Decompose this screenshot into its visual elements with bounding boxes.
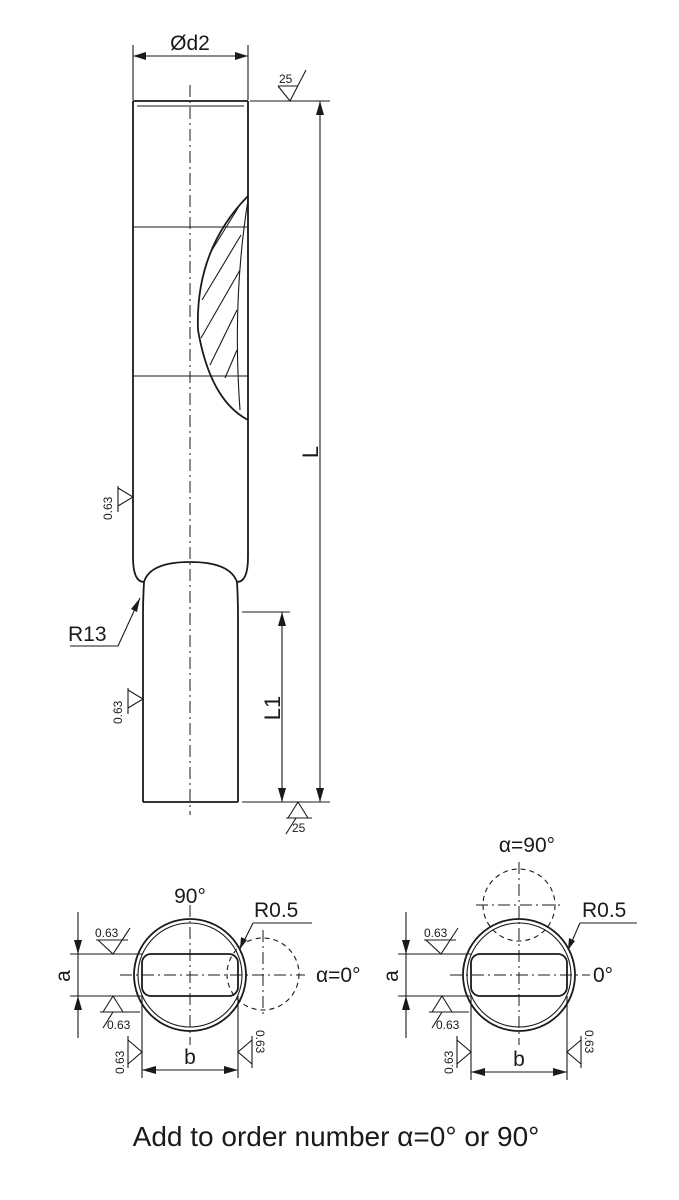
radius-label: R13 (68, 623, 107, 646)
side-view: Ød2 25 (68, 32, 330, 835)
section-right-roughness-bottom-right: 0.63 (566, 1030, 596, 1068)
shank-left-edge (132, 101, 145, 583)
roughness-top-value: 25 (279, 72, 293, 86)
flute-hatching (200, 207, 242, 379)
length1-label: L1 (260, 696, 285, 720)
flute-inner-edge (236, 199, 249, 411)
section-left-b-arrow-right (224, 1066, 238, 1074)
section-right-b-arrow-left (471, 1068, 485, 1076)
roughness-symbol-top: 25 (277, 69, 307, 103)
section-right-roughness-top-value: 0.63 (424, 926, 448, 940)
section-left-roughness-top-value: 0.63 (95, 926, 119, 940)
section-right-roughness-bl-value: 0.63 (442, 1050, 456, 1074)
section-right-alpha-label: α=90° (499, 834, 555, 857)
L-arrow-bottom (316, 788, 324, 802)
section-left-a-arrow-bottom (74, 996, 82, 1010)
section-right-roughness-bottom-left: 0.63 (442, 1036, 472, 1074)
section-left-b-arrow-left (142, 1066, 156, 1074)
neck-top-arc (143, 561, 238, 583)
roughness-bottom-value: 25 (292, 821, 306, 835)
length-label: L (298, 446, 323, 458)
section-right-roughness-mid: 0.63 (429, 994, 469, 1032)
section-right-side-angle: 0° (593, 964, 613, 987)
section-left-r05-arrow (240, 937, 247, 949)
section-left-roughness-bottom-left: 0.63 (113, 1036, 143, 1074)
section-left-dim-a: a (52, 970, 75, 982)
roughness-shank-value: 0.63 (101, 496, 115, 520)
shank-right-edge (236, 101, 249, 583)
d2-arrow-right (235, 52, 248, 60)
section-right-r05-arrow (568, 938, 575, 950)
section-left-radius-label: R0.5 (254, 899, 298, 922)
section-left-roughness-top: 0.63 (95, 926, 131, 955)
footer-note: Add to order number α=0° or 90° (133, 1121, 540, 1152)
L1-arrow-top (278, 612, 286, 626)
section-left-roughness-mid: 0.63 (100, 994, 140, 1032)
section-right-radius-label: R0.5 (582, 899, 626, 922)
section-left-top-angle: 90° (174, 885, 206, 908)
roughness-symbol-shank: 0.63 (101, 486, 135, 520)
r13-arrow (131, 598, 140, 612)
diameter-label: Ød2 (170, 32, 210, 55)
section-right-a-arrow-top (402, 940, 410, 954)
neck-left-edge (142, 581, 145, 802)
L-arrow-top (316, 101, 324, 115)
neck-right-edge (236, 581, 239, 802)
section-right-b-arrow-right (553, 1068, 567, 1076)
L1-arrow-bottom (278, 788, 286, 802)
section-left-alt-position-circle (226, 937, 300, 1011)
section-right-roughness-mid-value: 0.63 (436, 1018, 460, 1032)
section-left-roughness-bl-value: 0.63 (113, 1050, 127, 1074)
roughness-symbol-bottom: 25 (285, 800, 312, 835)
section-right-roughness-br-value: 0.63 (582, 1030, 596, 1054)
section-left-roughness-bottom-right: 0.63 (237, 1030, 267, 1068)
roughness-neck-value: 0.63 (111, 700, 125, 724)
section-left-roughness-mid-value: 0.63 (107, 1018, 131, 1032)
section-right-dim-a: a (380, 970, 403, 982)
roughness-symbol-neck: 0.63 (111, 688, 145, 724)
section-left-alpha-label: α=0° (316, 964, 360, 987)
flute-outline (196, 195, 249, 421)
section-right-outer-circle (462, 918, 576, 1032)
section-left: 90° α=0° R0.5 a b 0.63 0.63 (52, 885, 360, 1078)
section-left-a-arrow-top (74, 940, 82, 954)
section-right-roughness-top: 0.63 (424, 926, 459, 955)
section-right-dim-b: b (513, 1048, 525, 1071)
section-left-roughness-br-value: 0.63 (253, 1030, 267, 1054)
section-right: α=90° 0° R0.5 a b 0.63 0.63 (380, 834, 637, 1080)
section-right-a-arrow-bottom (402, 996, 410, 1010)
d2-arrow-left (133, 52, 146, 60)
section-left-dim-b: b (184, 1046, 196, 1069)
